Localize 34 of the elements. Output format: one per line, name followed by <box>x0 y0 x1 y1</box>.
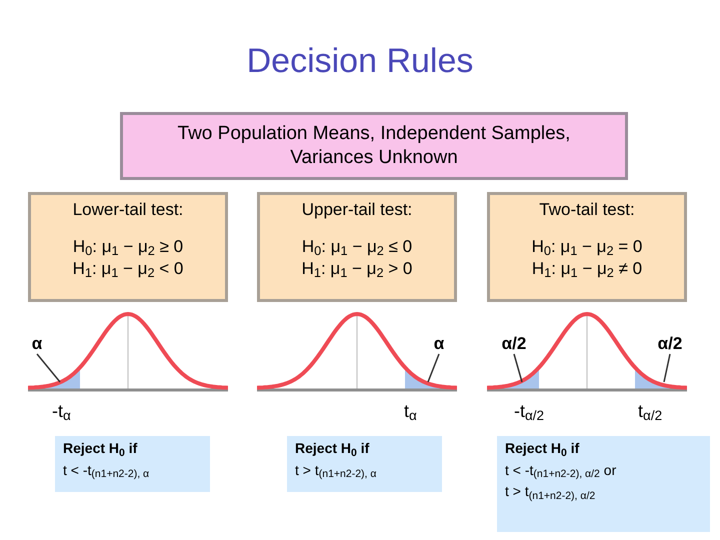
title: Decision Rules <box>246 41 474 82</box>
hypothesis-box <box>257 192 457 302</box>
hypothesis-text: H$_{1}$: μ$_{1}$ − μ$_{2}$ < 0 <box>72 258 184 279</box>
significance-label: α/2 <box>502 333 526 356</box>
significance-label: α/2 <box>658 333 682 356</box>
leader-line <box>663 354 671 382</box>
hypothesis-box <box>28 192 228 302</box>
rule-heading: Reject H$_{0}$ if <box>63 440 138 458</box>
rule-text: t < -t$_{(n1+n2-2), α}$ <box>63 462 150 479</box>
hypothesis-text: H$_{0}$: μ$_{1}$ − μ$_{2}$ = 0 <box>532 236 642 258</box>
critical-value-label: -t$_{α/2}$ <box>514 400 544 425</box>
rule-heading: Reject H$_{0}$ if <box>295 440 370 458</box>
significance-label: α <box>32 333 42 356</box>
test-title: Upper-tail test: <box>302 199 412 220</box>
rule-text: t > t$_{(n1+n2-2), α}$ <box>295 462 378 479</box>
critical-value-label: t$_{α/2}$ <box>638 400 662 425</box>
hypothesis-box <box>487 192 687 302</box>
hypothesis-text: H$_{1}$: μ$_{1}$ − μ$_{2}$ ≠ 0 <box>532 258 642 279</box>
hypothesis-text: H$_{0}$: μ$_{1}$ − μ$_{2}$ ≥ 0 <box>72 236 184 258</box>
rule-text: t > t$_{(n1+n2-2), α/2}$ <box>505 483 596 500</box>
leader-line <box>513 354 523 382</box>
test-title: Two-tail test: <box>539 199 635 220</box>
leader-line <box>427 354 440 382</box>
rule-heading: Reject H$_{0}$ if <box>505 440 580 458</box>
heading-box <box>120 112 628 180</box>
rule-text: t < -t$_{(n1+n2-2), α/2}$ or <box>505 462 618 479</box>
test-title: Lower-tail test: <box>72 199 184 220</box>
leader-line <box>36 354 61 382</box>
heading-text: Two Population Means, Independent Samples, Variances Unknown <box>176 122 572 170</box>
hypothesis-text: H$_{1}$: μ$_{1}$ − μ$_{2}$ > 0 <box>302 258 412 279</box>
critical-value-label: -t$_{α}$ <box>52 400 71 425</box>
critical-value-label: t$_{α}$ <box>404 400 417 425</box>
significance-label: α <box>434 333 444 356</box>
hypothesis-text: H$_{0}$: μ$_{1}$ − μ$_{2}$ ≤ 0 <box>302 236 412 258</box>
